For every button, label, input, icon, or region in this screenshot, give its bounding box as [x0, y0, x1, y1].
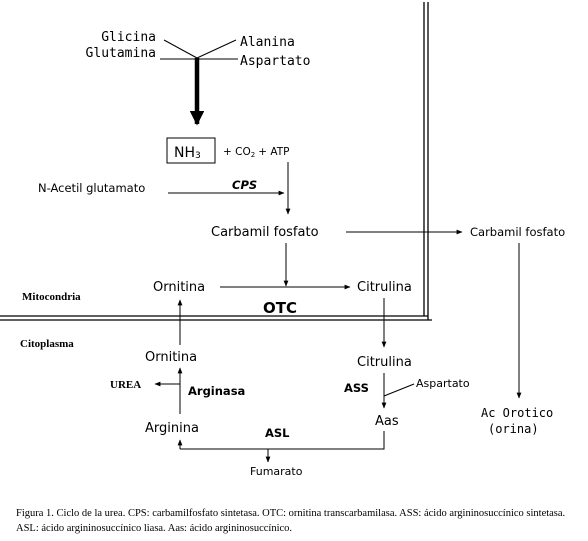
- citrulina-cyto: Citrulina: [357, 355, 412, 370]
- aspartato-ass-label: Aspartato: [416, 377, 470, 390]
- glicina-label: Glicina: [101, 30, 156, 45]
- urea-label: UREA: [110, 379, 141, 391]
- arginina-label: Arginina: [145, 421, 199, 436]
- ass-enzyme-label: ASS: [344, 381, 369, 395]
- nh3-box: [166, 137, 216, 164]
- citrulina-mito: Citrulina: [357, 280, 412, 295]
- otc-enzyme-label: OTC: [263, 299, 297, 317]
- arginasa-label: Arginasa: [188, 384, 245, 398]
- alanina-label: Alanina: [240, 35, 295, 50]
- mitochondria-boundary: [0, 2, 432, 321]
- asl-enzyme-label: ASL: [265, 426, 290, 440]
- cps-enzyme-label: CPS: [232, 178, 257, 192]
- aspartato-label: Aspartato: [240, 54, 310, 69]
- aas-label: Aas: [375, 414, 399, 429]
- co2-atp-label: + CO2+ ATP: [223, 146, 289, 159]
- nh3-label: NH3: [174, 145, 201, 161]
- orotic-acid-label: Ac Orotico: [481, 406, 553, 420]
- ornitina-mito: Ornitina: [153, 280, 205, 295]
- carbamil-fosfato-cyto: Carbamil fosfato: [470, 225, 565, 239]
- ornitina-cyto: Ornitina: [145, 350, 197, 365]
- figure-caption: Figura 1. Ciclo de la urea. CPS: carbami…: [16, 508, 566, 534]
- aas-to-arginina-line: [180, 431, 385, 450]
- urea-cycle-diagram: Glicina Glutamina Alanina Aspartato NH3 …: [0, 2, 565, 478]
- amino-acid-convergence: [160, 39, 238, 60]
- glutamina-label: Glutamina: [86, 46, 156, 61]
- mitocondria-label: Mitocondria: [22, 291, 81, 303]
- citoplasma-label: Citoplasma: [20, 338, 74, 350]
- orina-label: (orina): [488, 422, 539, 436]
- carbamil-fosfato-mito: Carbamil fosfato: [211, 225, 319, 240]
- activator-label: N-Acetil glutamato: [38, 181, 145, 195]
- fumarato-label: Fumarato: [250, 465, 303, 478]
- aspartato-branch: [383, 383, 415, 397]
